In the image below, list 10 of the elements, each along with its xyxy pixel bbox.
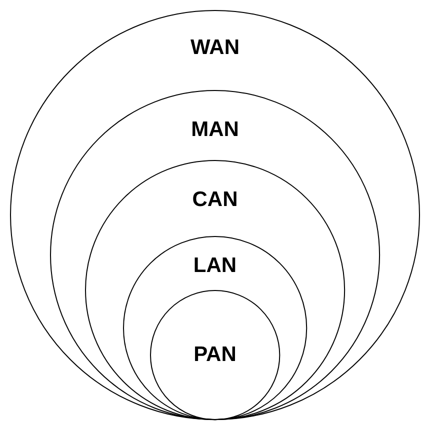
scope-circle xyxy=(150,290,280,420)
network-label: LAN xyxy=(192,254,238,278)
scope-circle xyxy=(10,10,420,420)
network-label: CAN xyxy=(191,188,239,212)
network-label: MAN xyxy=(190,118,240,142)
network-label: WAN xyxy=(190,36,240,60)
network-label: PAN xyxy=(192,342,238,367)
scope-circle xyxy=(50,90,380,420)
scope-circle xyxy=(122,236,308,420)
scope-circle xyxy=(84,160,346,420)
